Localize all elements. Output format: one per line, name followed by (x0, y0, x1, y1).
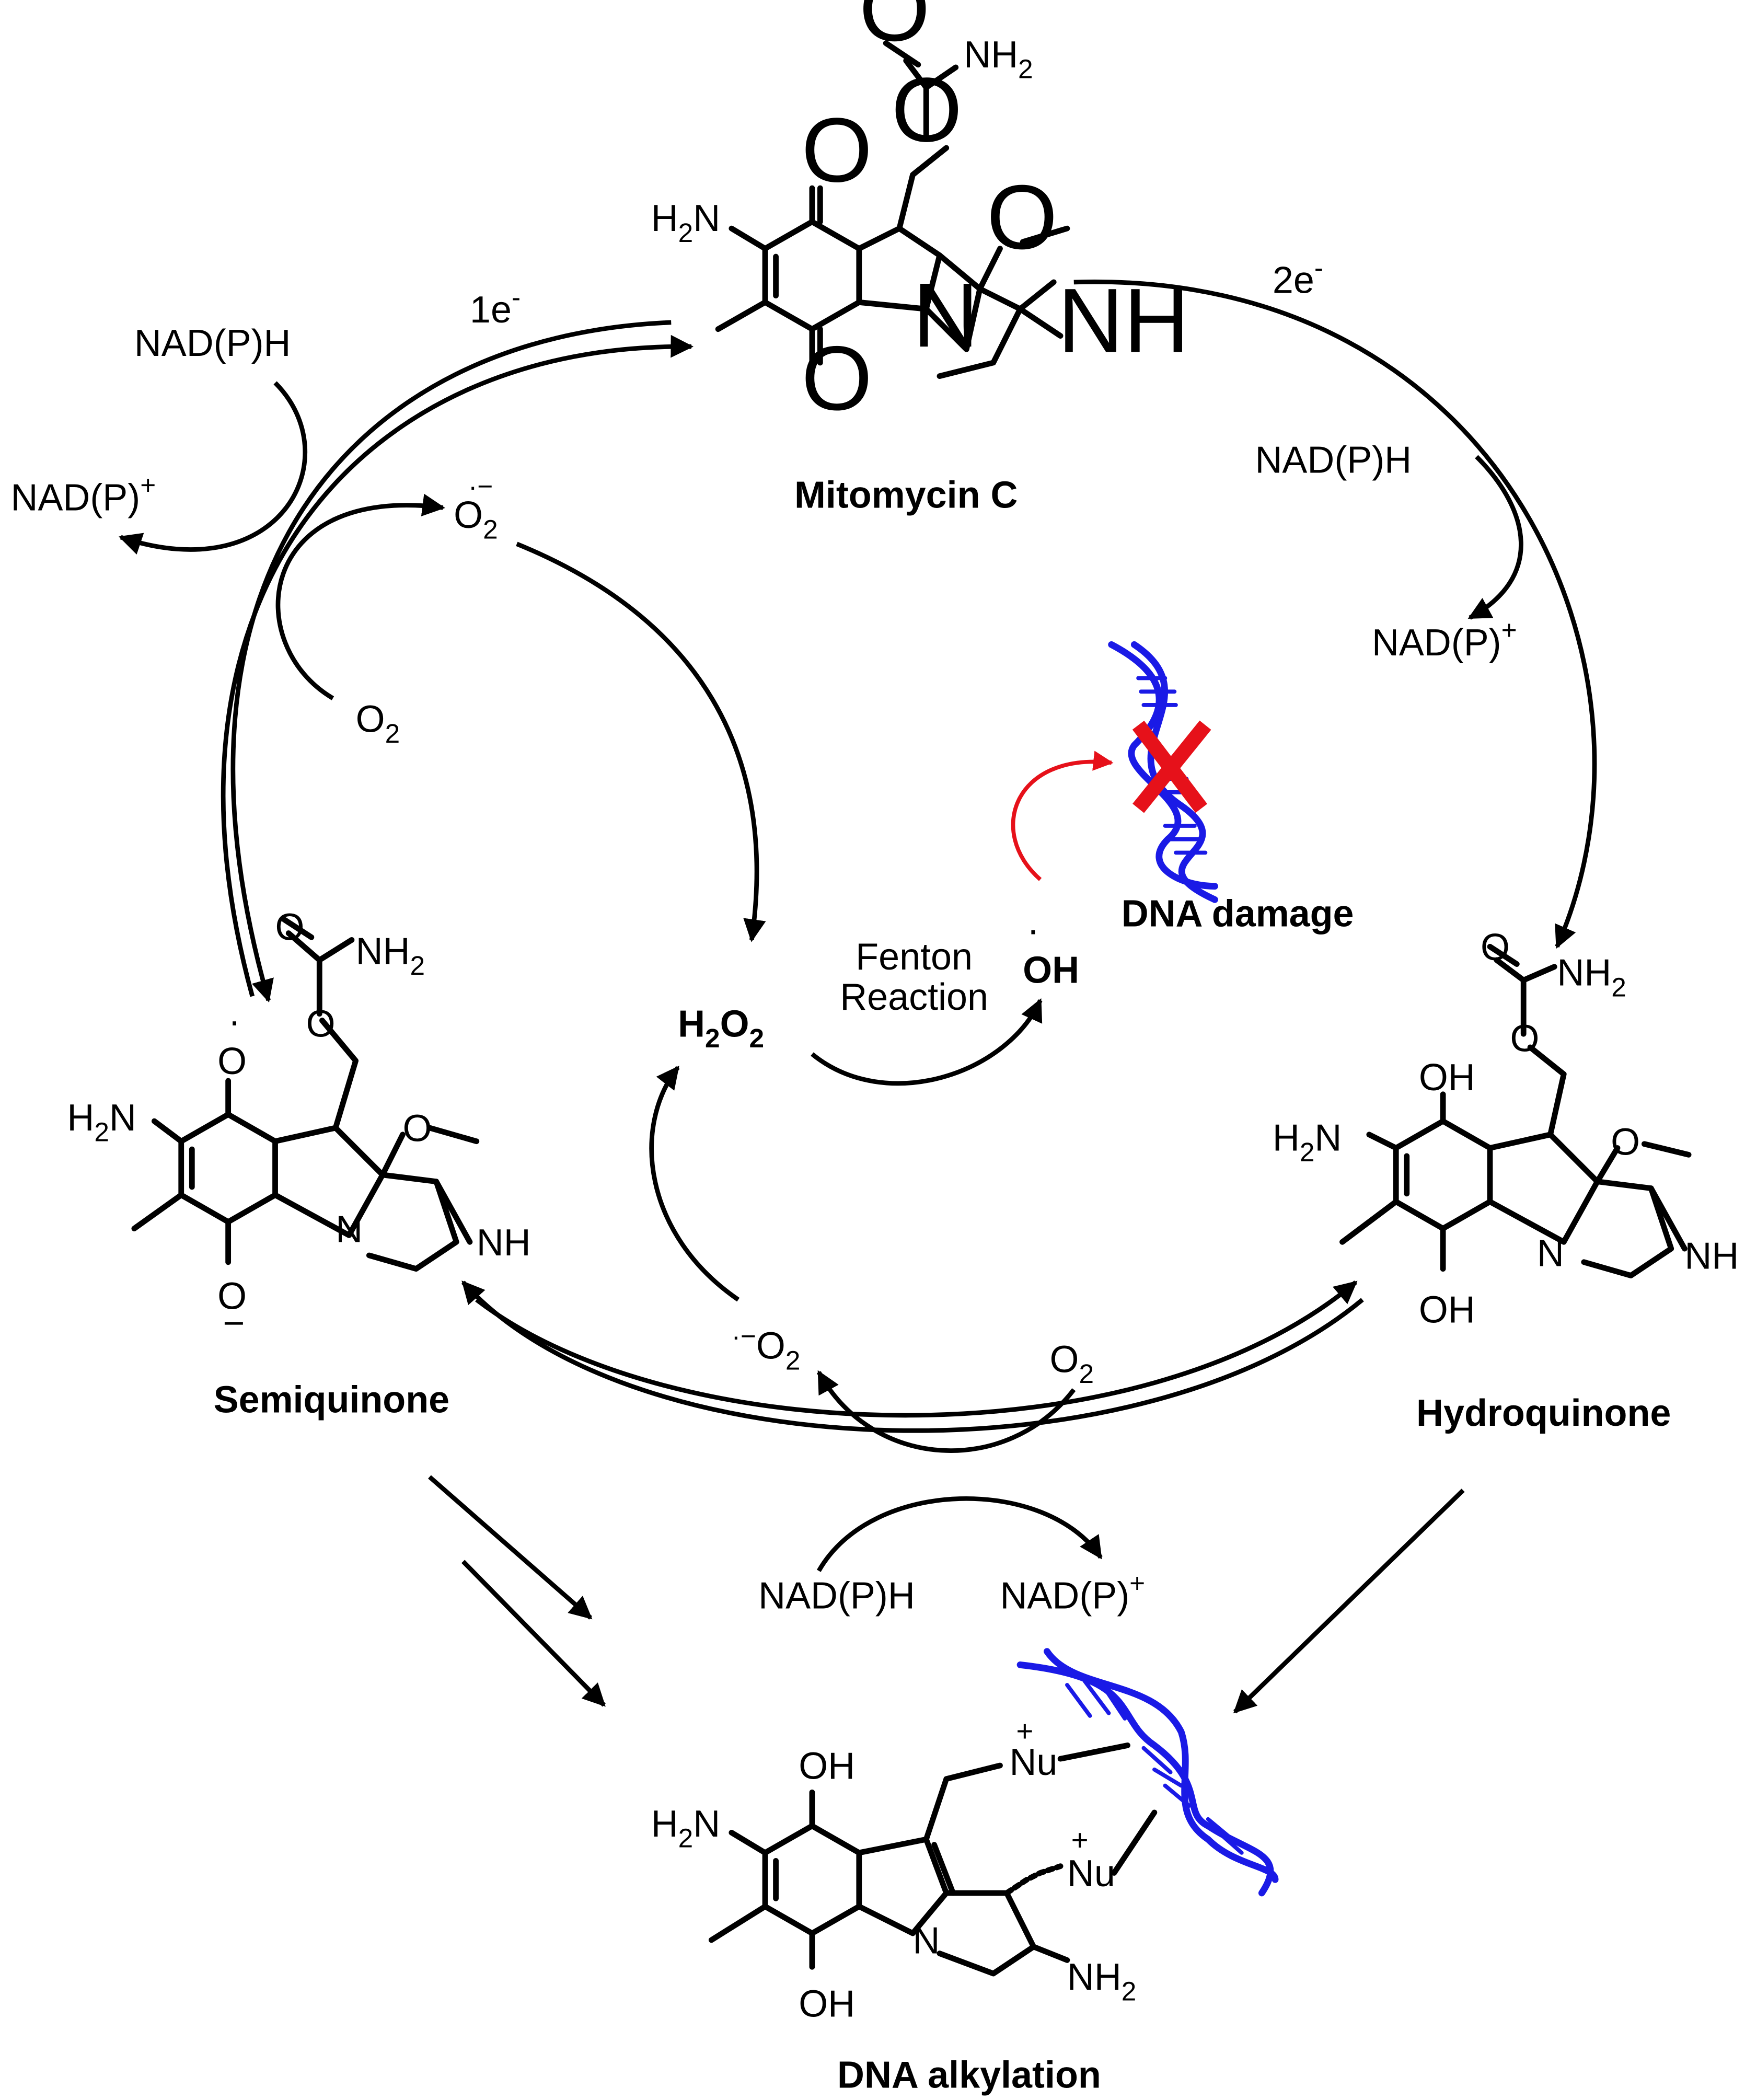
arrow-superoxide-to-peroxide (516, 541, 766, 942)
amine-label: H2N (651, 198, 720, 248)
arrow-hydroquinone-to-semiquinone (461, 1280, 1364, 1433)
atom-n: N (913, 1920, 940, 1962)
atom-o: O (275, 906, 305, 948)
arrow-to-alkylation (461, 1560, 606, 1707)
dna-helix-alkylated (1016, 1648, 1279, 1897)
atom-o: O (306, 1003, 336, 1045)
arrow-dna-damage (1011, 751, 1114, 881)
cation-sign: + (1016, 1715, 1033, 1748)
atom-nh: NH (477, 1222, 531, 1264)
arrow-two-electron-reduction (1073, 279, 1597, 949)
arrow-superoxide-formation (275, 493, 445, 700)
arrow-nadph-consumption (816, 1496, 1103, 1572)
atom-o: O (801, 328, 872, 430)
atom-n: N (1537, 1233, 1564, 1275)
hydroxyl-radical-label: OH (1023, 950, 1079, 991)
cation-sign: + (1071, 1824, 1089, 1856)
amine-label: NH2 (964, 34, 1033, 84)
nadph-label: NAD(P)H (1255, 440, 1412, 481)
atom-o: O (403, 1108, 432, 1150)
arrow-superoxide-to-peroxide (649, 1065, 740, 1302)
amine-label: NH2 (1557, 952, 1626, 1002)
semiquinone-structure: O · O − N NH O O O NH2 H2N Semiquinone (67, 906, 530, 1421)
nadp-label: NAD(P)+ (1000, 1568, 1146, 1617)
atom-o: O (891, 59, 962, 161)
arrow-reoxidation (221, 334, 694, 997)
atom-n: N (336, 1208, 363, 1250)
arrow-superoxide-formation (816, 1370, 1076, 1453)
one-electron-label: 1e- (470, 282, 521, 331)
oxygen-label: O2 (1050, 1339, 1094, 1389)
arrow-one-electron-reduction (230, 320, 672, 1003)
fenton-label: Fenton (856, 936, 973, 978)
arrow-nadph-consumption (1467, 455, 1523, 620)
reaction-arrows (119, 279, 1597, 1714)
amine-label: H2N (1273, 1117, 1342, 1168)
nucleophile-label: Nu (1009, 1741, 1057, 1783)
nadph-label: NAD(P)H (134, 322, 291, 364)
amine-label: NH2 (1067, 1956, 1136, 2006)
nadp-label: NAD(P)+ (1372, 615, 1517, 664)
superoxide-label: O2·− (454, 471, 498, 544)
nadp-label: NAD(P)+ (11, 470, 156, 519)
atom-o: O (1481, 927, 1510, 968)
atom-o: O (217, 1276, 247, 1318)
amine-label: NH2 (356, 931, 425, 981)
mitomycin-c-label: Mitomycin C (794, 474, 1018, 516)
two-electron-label: 2e- (1273, 253, 1323, 302)
atom-n: N (913, 264, 979, 366)
atom-o: O (1611, 1121, 1640, 1163)
nadph-label: NAD(P)H (758, 1575, 915, 1617)
atom-nh: NH (1684, 1236, 1739, 1277)
mitomycin-c-structure: O O O N NH O O NH2 H2N Mitomycin C (651, 0, 1189, 516)
amine-label: H2N (67, 1097, 136, 1147)
nucleophile-label: Nu (1067, 1853, 1115, 1895)
hydroxyl-label: OH (1419, 1057, 1475, 1099)
arrow-to-alkylation (428, 1475, 593, 1620)
oxygen-label: O2 (356, 698, 400, 748)
damage-x-mark (1132, 720, 1211, 813)
radical-dot: · (1027, 909, 1039, 951)
hydrogen-peroxide-label: H2O2 (678, 1003, 764, 1053)
hydroxyl-label: OH (1419, 1289, 1475, 1331)
atom-o: O (1510, 1018, 1540, 1060)
arrow-fenton-reaction (811, 998, 1043, 1086)
atom-o: O (217, 1041, 247, 1082)
dna-helix-damaged (1108, 641, 1218, 903)
arrow-to-alkylation (1233, 1489, 1465, 1714)
hydroquinone-structure: OH OH N NH O O O NH2 H2N Hydroquinone (1273, 927, 1739, 1434)
radical-dot: · (228, 1000, 241, 1042)
semiquinone-label: Semiquinone (214, 1379, 449, 1421)
atom-o: O (859, 0, 930, 61)
hydroxyl-label: OH (799, 1746, 855, 1787)
dna-alkylation-label: DNA alkylation (837, 2054, 1101, 2096)
dna-damage-label: DNA damage (1122, 893, 1354, 935)
dna-alkylation-structure: OH OH N Nu + Nu + NH2 H2N DNA alkylation (651, 1715, 1158, 2096)
arrow-semiquinone-to-hydroquinone (475, 1280, 1358, 1418)
reagent-labels: NAD(P)H NAD(P)+ NAD(P)H NAD(P)+ NAD(P)H … (11, 253, 1517, 1617)
anion-sign: − (223, 1302, 245, 1344)
atom-o: O (987, 167, 1058, 269)
atom-o: O (801, 99, 872, 201)
arrow-nadph-consumption (119, 381, 308, 555)
superoxide-label: ·−O2 (732, 1321, 801, 1375)
fenton-label: Reaction (840, 976, 988, 1018)
hydroxyl-label: OH (799, 1983, 855, 2025)
amine-label: H2N (651, 1803, 720, 1853)
hydroquinone-label: Hydroquinone (1416, 1392, 1671, 1434)
